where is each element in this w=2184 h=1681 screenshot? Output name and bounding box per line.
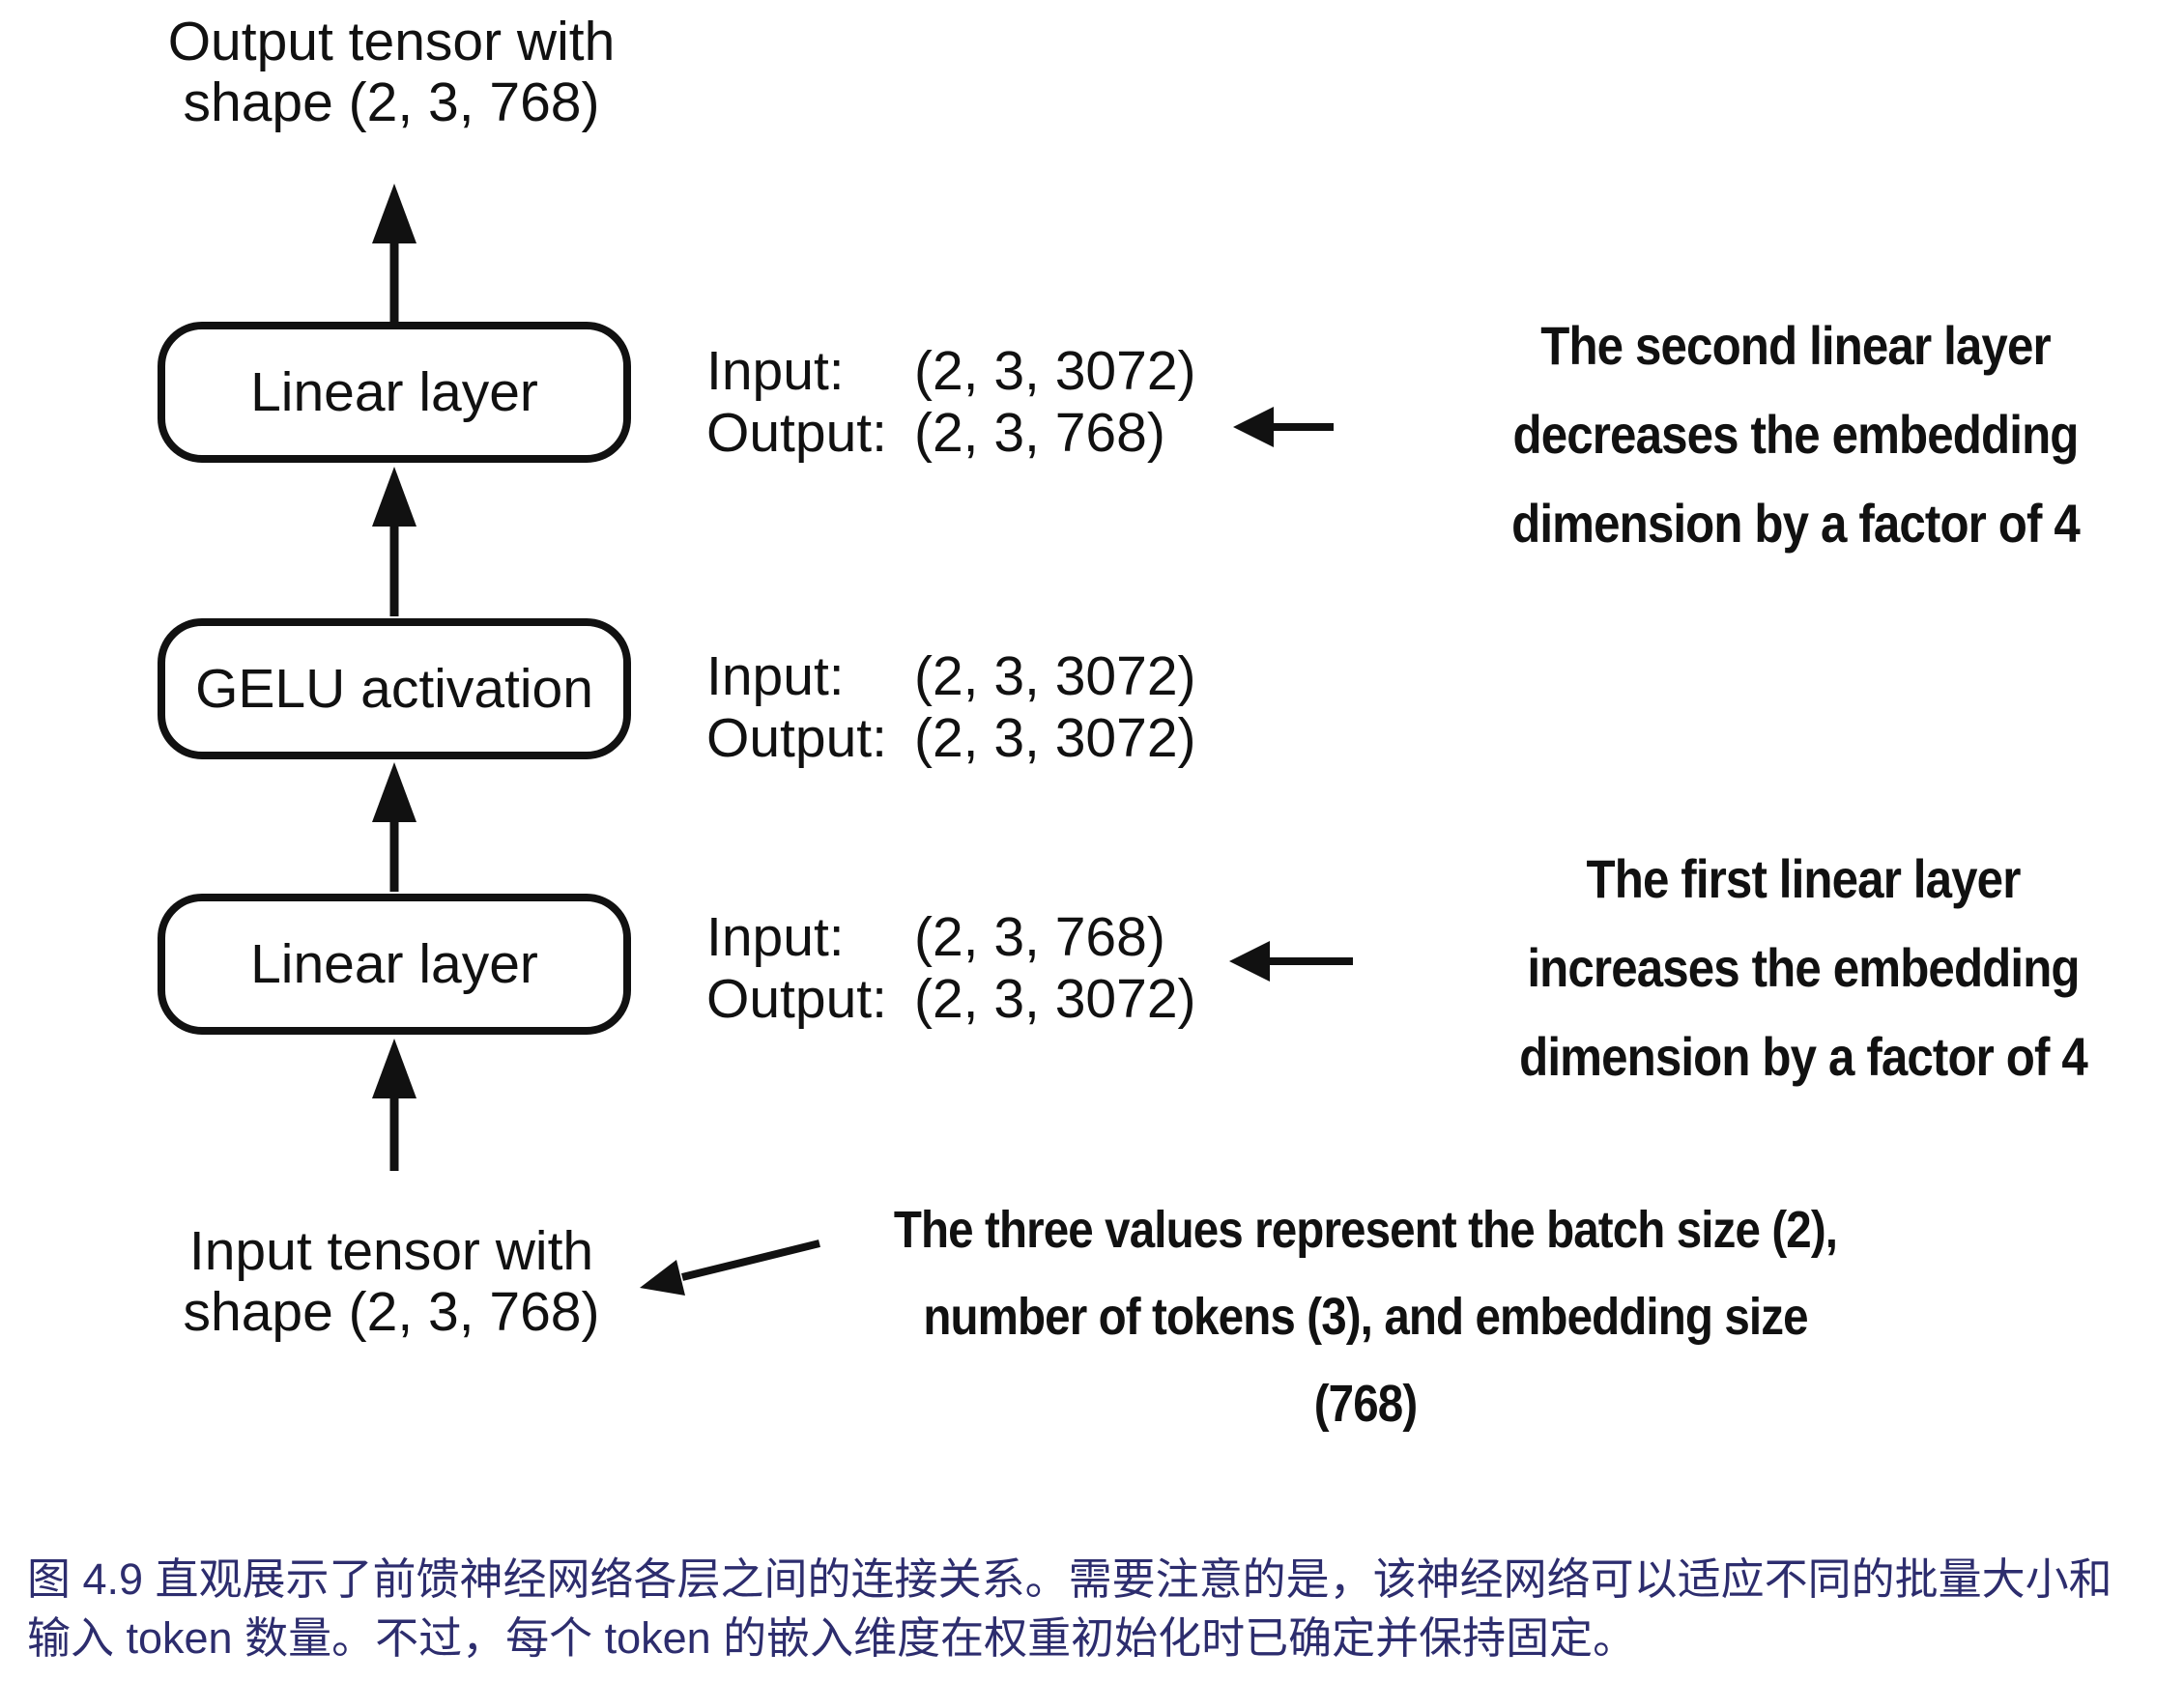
note-line: The second linear layer: [1540, 315, 2051, 376]
figure-caption: 图 4.9 直观展示了前馈神经网络各层之间的连接关系。需要注意的是，该神经网络可…: [27, 1550, 2182, 1667]
arrow-diagonal-input-tensor-icon: [640, 1239, 820, 1296]
input-shape: (2, 3, 768): [914, 906, 1165, 968]
note-line: The three values represent the batch siz…: [893, 1201, 1838, 1259]
arrow-up-to-output-icon: [372, 184, 417, 322]
output-shape: (2, 3, 3072): [914, 968, 1196, 1030]
gelu-activation-box: GELU activation: [158, 618, 631, 759]
arrow-left-second-linear-icon: [1233, 407, 1334, 447]
arrow-up-linear1-to-gelu-icon: [372, 762, 417, 892]
io-output-row: Output: (2, 3, 3072): [706, 707, 1196, 769]
output-tensor-label-line1: Output tensor with: [167, 11, 616, 72]
note-line: (768): [1313, 1375, 1418, 1433]
note-line: dimension by a factor of 4: [1511, 493, 2081, 554]
output-shape: (2, 3, 3072): [914, 707, 1196, 769]
output-tensor-label: Output tensor with shape (2, 3, 768): [94, 12, 689, 133]
io-input-row: Input: (2, 3, 3072): [706, 340, 1196, 402]
output-label: Output:: [706, 968, 887, 1030]
output-shape: (2, 3, 768): [914, 402, 1165, 464]
input-label: Input:: [706, 340, 845, 402]
output-tensor-label-line2: shape (2, 3, 768): [183, 71, 600, 133]
io-shapes-gelu: Input: (2, 3, 3072) Output: (2, 3, 3072): [706, 645, 1196, 769]
note-line: number of tokens (3), and embedding size: [923, 1288, 1808, 1346]
input-shape: (2, 3, 3072): [914, 645, 1196, 707]
input-label: Input:: [706, 645, 845, 707]
input-label: Input:: [706, 906, 845, 968]
io-input-row: Input: (2, 3, 3072): [706, 645, 1196, 707]
arrow-left-first-linear-icon: [1229, 941, 1353, 982]
linear-layer-1-box: Linear layer: [158, 894, 631, 1035]
input-tensor-label-line1: Input tensor with: [188, 1220, 594, 1282]
figure-caption-line2: 输入 token 数量。不过，每个 token 的嵌入维度在权重初始化时已确定并…: [27, 1613, 1637, 1663]
arrow-up-gelu-to-linear2-icon: [372, 467, 417, 616]
note-line: dimension by a factor of 4: [1519, 1026, 2088, 1087]
output-label: Output:: [706, 402, 887, 464]
note-three-values: The three values represent the batch siz…: [813, 1186, 1918, 1447]
io-shapes-linear-1: Input: (2, 3, 768) Output: (2, 3, 3072): [706, 906, 1196, 1030]
arrow-up-input-to-linear1-icon: [372, 1039, 417, 1171]
gelu-activation-box-label: GELU activation: [195, 658, 593, 720]
io-shapes-linear-2: Input: (2, 3, 3072) Output: (2, 3, 768): [706, 340, 1196, 464]
output-label: Output:: [706, 707, 887, 769]
figure-caption-line1: 图 4.9 直观展示了前馈神经网络各层之间的连接关系。需要注意的是，该神经网络可…: [27, 1554, 2112, 1604]
io-input-row: Input: (2, 3, 768): [706, 906, 1196, 968]
note-second-linear-layer: The second linear layer decreases the em…: [1455, 301, 2136, 568]
input-tensor-label: Input tensor with shape (2, 3, 768): [94, 1221, 689, 1343]
io-output-row: Output: (2, 3, 768): [706, 402, 1196, 464]
input-tensor-label-line2: shape (2, 3, 768): [183, 1281, 600, 1343]
linear-layer-1-box-label: Linear layer: [250, 933, 538, 995]
note-line: The first linear layer: [1586, 848, 2022, 909]
note-line: increases the embedding: [1527, 937, 2080, 998]
linear-layer-2-box: Linear layer: [158, 322, 631, 463]
note-first-linear-layer: The first linear layer increases the emb…: [1463, 835, 2143, 1101]
linear-layer-2-box-label: Linear layer: [250, 361, 538, 423]
note-line: decreases the embedding: [1512, 404, 2079, 465]
input-shape: (2, 3, 3072): [914, 340, 1196, 402]
io-output-row: Output: (2, 3, 3072): [706, 968, 1196, 1030]
